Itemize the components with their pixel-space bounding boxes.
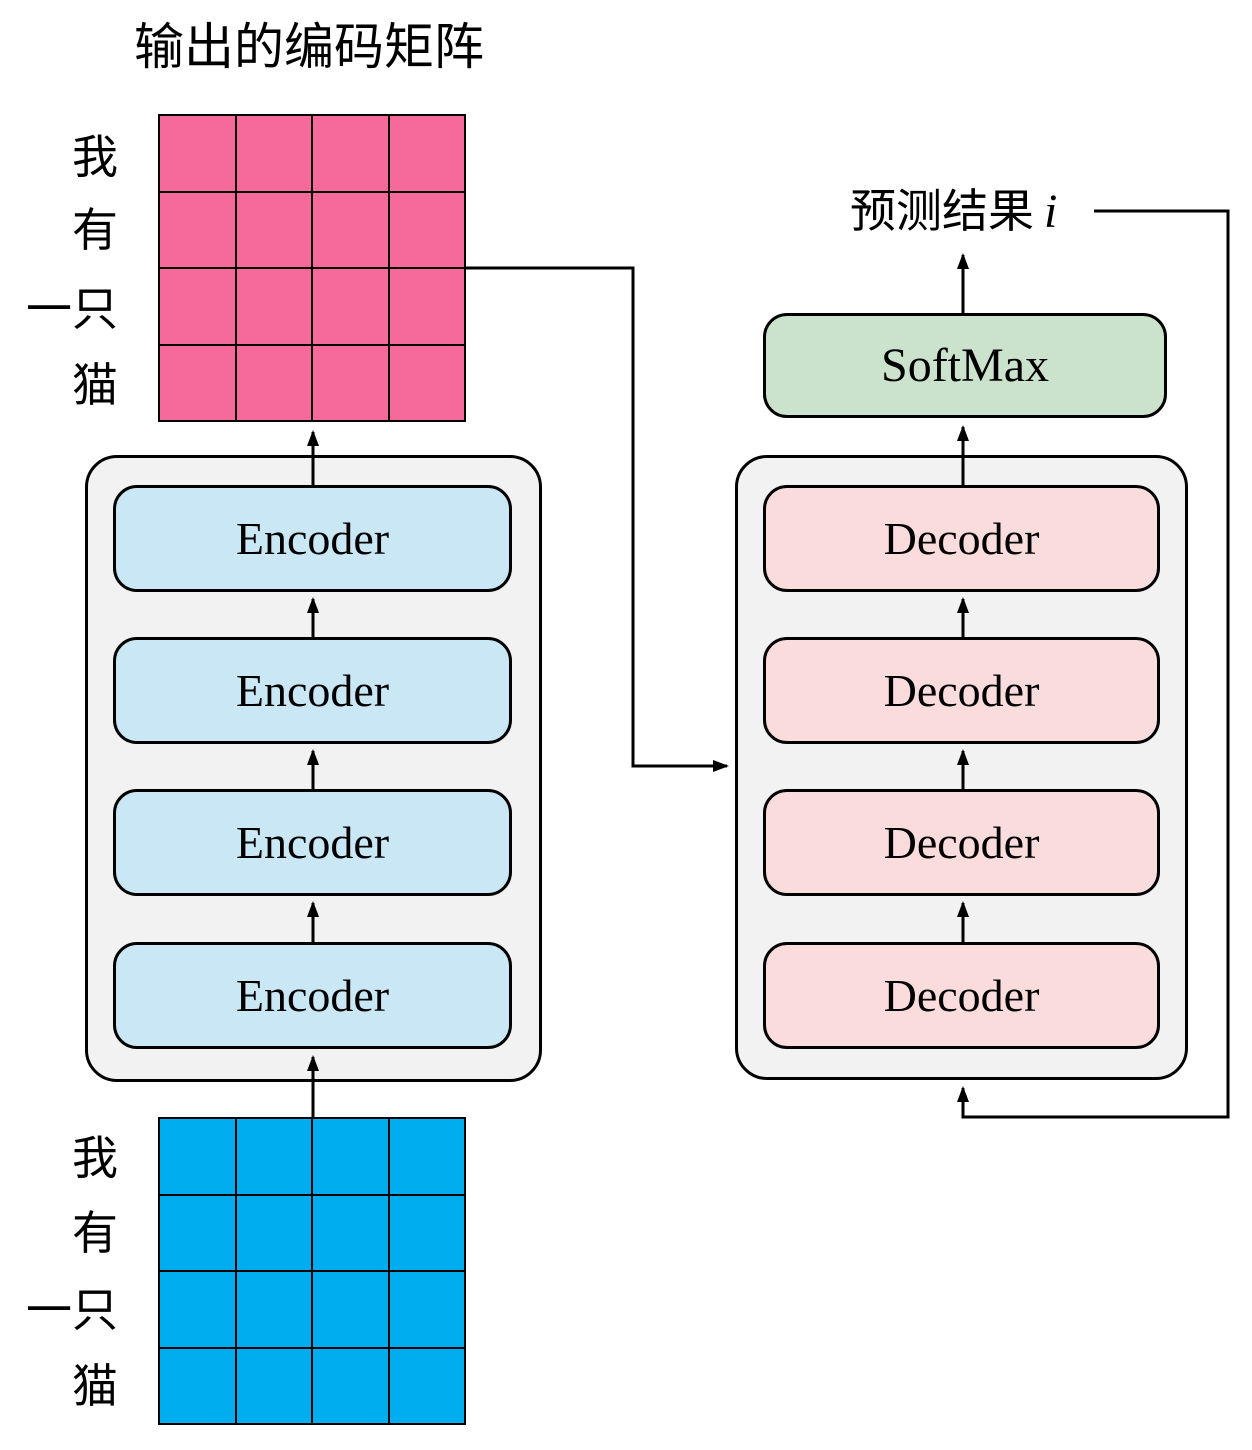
- prediction-index-var: i: [1044, 185, 1058, 238]
- encoder-box: Encoder: [113, 942, 512, 1049]
- input-matrix-row-label: 我: [72, 1132, 118, 1184]
- matrix-cell: [235, 191, 312, 268]
- matrix-cell: [159, 344, 236, 421]
- matrix-cell: [235, 268, 312, 345]
- matrix-cell: [388, 268, 465, 345]
- matrix-cell: [388, 191, 465, 268]
- decoder-box: Decoder: [763, 789, 1160, 896]
- matrix-cell: [159, 1271, 236, 1348]
- matrix-cell: [312, 115, 389, 192]
- matrix-cell: [235, 1194, 312, 1271]
- matrix-cell: [159, 1118, 236, 1195]
- matrix-cell: [312, 344, 389, 421]
- matrix-cell: [235, 1271, 312, 1348]
- matrix-cell: [312, 1271, 389, 1348]
- matrix-cell: [235, 1118, 312, 1195]
- encoder-box: Encoder: [113, 789, 512, 896]
- matrix-cell: [159, 1194, 236, 1271]
- decoder-box: Decoder: [763, 942, 1160, 1049]
- matrix-cell: [159, 191, 236, 268]
- matrix-cell: [235, 344, 312, 421]
- input-matrix-row-label: 有: [72, 1207, 118, 1259]
- input-matrix-row-label: 一只: [26, 1284, 118, 1336]
- matrix-cell: [388, 344, 465, 421]
- matrix-cell: [159, 1347, 236, 1424]
- prediction-text: 预测结果: [850, 185, 1034, 237]
- matrix-cell: [312, 1118, 389, 1195]
- matrix-cell: [388, 1347, 465, 1424]
- output-matrix-row-label: 一只: [26, 283, 118, 335]
- output-encoding-matrix: [158, 114, 466, 422]
- matrix-cell: [312, 268, 389, 345]
- matrix-cell: [388, 115, 465, 192]
- encoder-box: Encoder: [113, 637, 512, 744]
- output-matrix-row-label: 有: [72, 204, 118, 256]
- matrix-cell: [312, 1194, 389, 1271]
- matrix-cell: [388, 1118, 465, 1195]
- output-matrix-row-label: 我: [72, 131, 118, 183]
- matrix-cell: [388, 1271, 465, 1348]
- matrix-cell: [159, 115, 236, 192]
- matrix-cell: [235, 115, 312, 192]
- matrix-cell: [159, 268, 236, 345]
- matrix-cell: [312, 191, 389, 268]
- matrix-cell: [388, 1194, 465, 1271]
- input-embedding-matrix: [158, 1117, 466, 1425]
- output-matrix-title: 输出的编码矩阵: [134, 19, 484, 75]
- matrix-cell: [312, 1347, 389, 1424]
- decoder-box: Decoder: [763, 485, 1160, 592]
- input-matrix-row-label: 猫: [72, 1360, 118, 1412]
- encoder-box: Encoder: [113, 485, 512, 592]
- matrix-cell: [235, 1347, 312, 1424]
- output-matrix-row-label: 猫: [72, 359, 118, 411]
- softmax-box: SoftMax: [763, 313, 1167, 418]
- decoder-box: Decoder: [763, 637, 1160, 744]
